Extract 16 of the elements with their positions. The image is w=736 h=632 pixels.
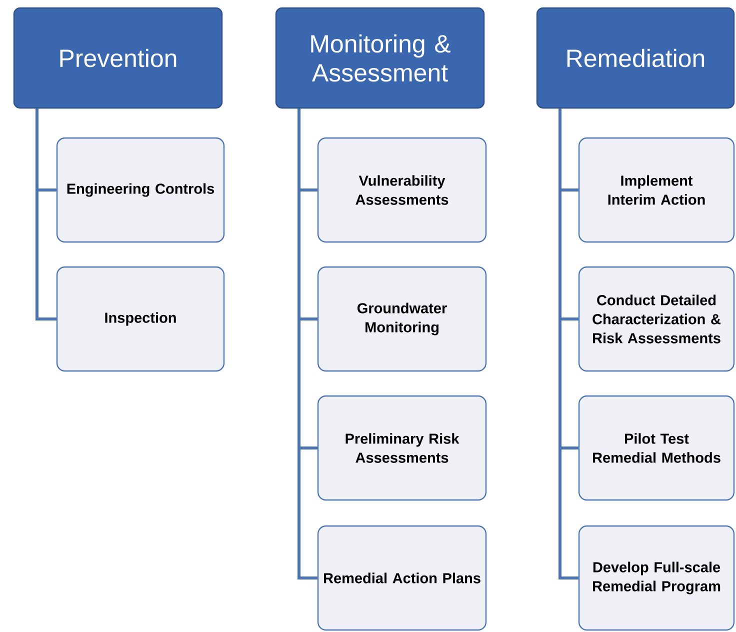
item-box: Preliminary Risk Assessments	[317, 395, 487, 501]
item-box: Inspection	[56, 266, 225, 372]
item-box: Remedial Action Plans	[317, 525, 487, 631]
category-header: Prevention	[13, 7, 223, 109]
item-box: Vulnerability Assessments	[317, 137, 487, 243]
category-header: Monitoring & Assessment	[275, 7, 485, 109]
item-box: Conduct Detailed Characterization & Risk Assessments	[578, 266, 735, 372]
connector-line	[558, 108, 578, 580]
item-box: Implement Interim Action	[578, 137, 735, 243]
item-box: Engineering Controls	[56, 137, 225, 243]
connector-line	[36, 108, 56, 320]
item-box: Groundwater Monitoring	[317, 266, 487, 372]
item-box: Pilot Test Remedial Methods	[578, 395, 735, 501]
item-box: Develop Full-scale Remedial Program	[578, 525, 735, 631]
connector-line	[298, 108, 318, 580]
category-header: Remediation	[536, 7, 735, 109]
